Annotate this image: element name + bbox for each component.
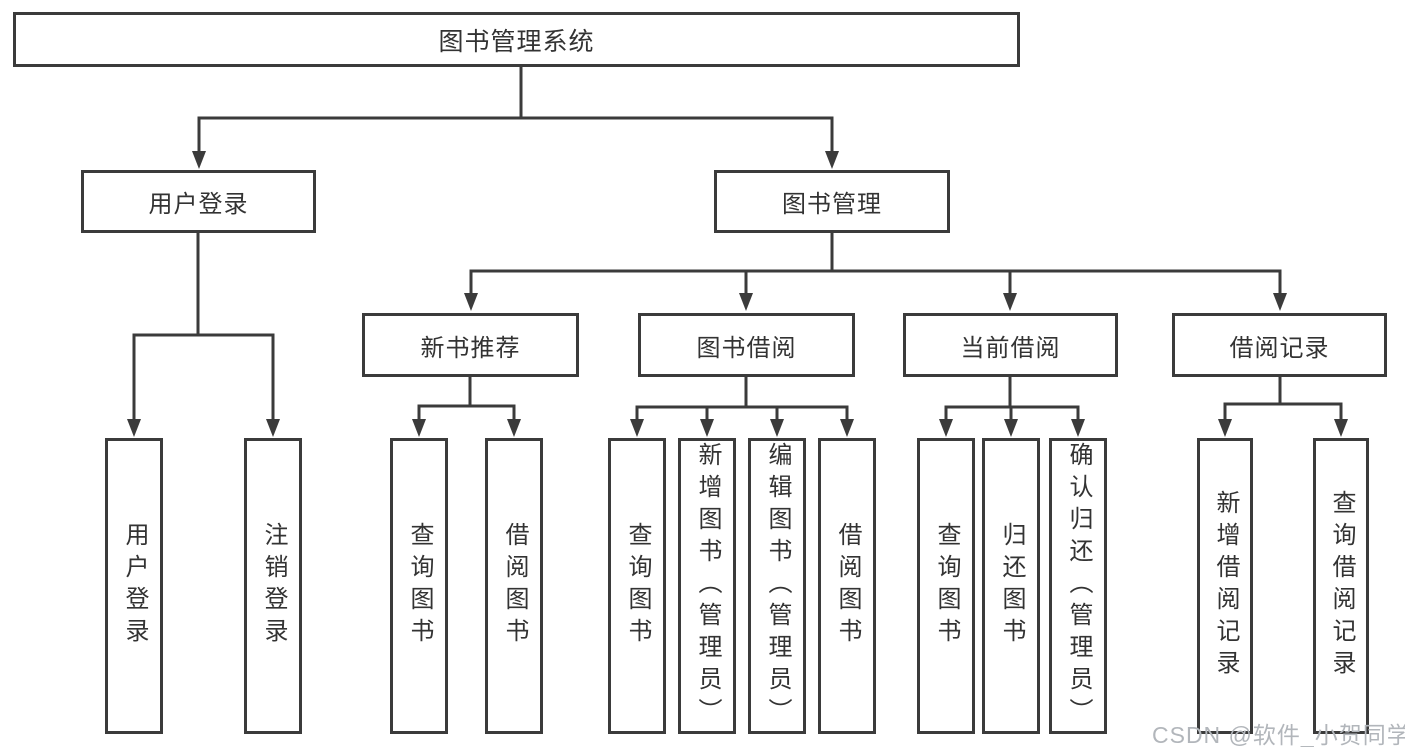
node-label: 用户登录: [148, 191, 249, 218]
node-leaf-return-books: 归还图书: [982, 438, 1040, 734]
node-leaf-logout: 注销登录: [244, 438, 302, 734]
node-label: 借阅图书: [501, 522, 528, 650]
node-borrowing-records: 借阅记录: [1172, 313, 1387, 377]
node-new-book-recommendation: 新书推荐: [362, 313, 579, 377]
node-user-login: 用户登录: [81, 170, 316, 233]
node-label: 查询图书: [406, 522, 433, 650]
node-leaf-user-login: 用户登录: [105, 438, 163, 734]
node-label: 查询借阅记录: [1328, 490, 1355, 682]
node-book-management: 图书管理: [714, 170, 950, 233]
node-leaf-query-books: 查询图书: [608, 438, 666, 734]
node-leaf-edit-books-admin: 编辑图书（管理员）: [748, 438, 806, 734]
node-label: 当前借阅: [960, 334, 1061, 362]
node-library-management-system: 图书管理系统: [13, 12, 1020, 67]
node-label: 新增图书（管理员）: [694, 442, 721, 730]
node-label: 新增借阅记录: [1212, 490, 1239, 682]
node-label: 确认归还（管理员）: [1065, 442, 1092, 730]
node-label: 图书管理: [782, 191, 882, 218]
node-label: 借阅图书: [834, 522, 861, 650]
node-label: 编辑图书（管理员）: [764, 442, 791, 730]
node-leaf-add-books-admin: 新增图书（管理员）: [678, 438, 736, 734]
node-leaf-query-books: 查询图书: [917, 438, 975, 734]
node-label: 查询图书: [933, 522, 960, 650]
node-leaf-query-books: 查询图书: [390, 438, 448, 734]
node-leaf-query-borrow-record: 查询借阅记录: [1313, 438, 1369, 734]
node-leaf-borrow-books: 借阅图书: [818, 438, 876, 734]
csdn-watermark: CSDN @软件_小贺同学: [1152, 722, 1405, 747]
node-label: 图书管理系统: [438, 27, 595, 56]
node-label: 用户登录: [121, 522, 148, 650]
node-label: 查询图书: [624, 522, 651, 650]
node-leaf-confirm-return-admin: 确认归还（管理员）: [1049, 438, 1107, 734]
node-book-borrowing: 图书借阅: [638, 313, 855, 377]
node-label: 新书推荐: [420, 334, 521, 362]
node-label: 注销登录: [260, 522, 287, 650]
node-label: 借阅记录: [1229, 334, 1330, 362]
node-leaf-add-borrow-record: 新增借阅记录: [1197, 438, 1253, 734]
node-label: 归还图书: [998, 522, 1025, 650]
node-current-borrowing: 当前借阅: [903, 313, 1118, 377]
node-leaf-borrow-books: 借阅图书: [485, 438, 543, 734]
node-label: 图书借阅: [696, 334, 797, 362]
